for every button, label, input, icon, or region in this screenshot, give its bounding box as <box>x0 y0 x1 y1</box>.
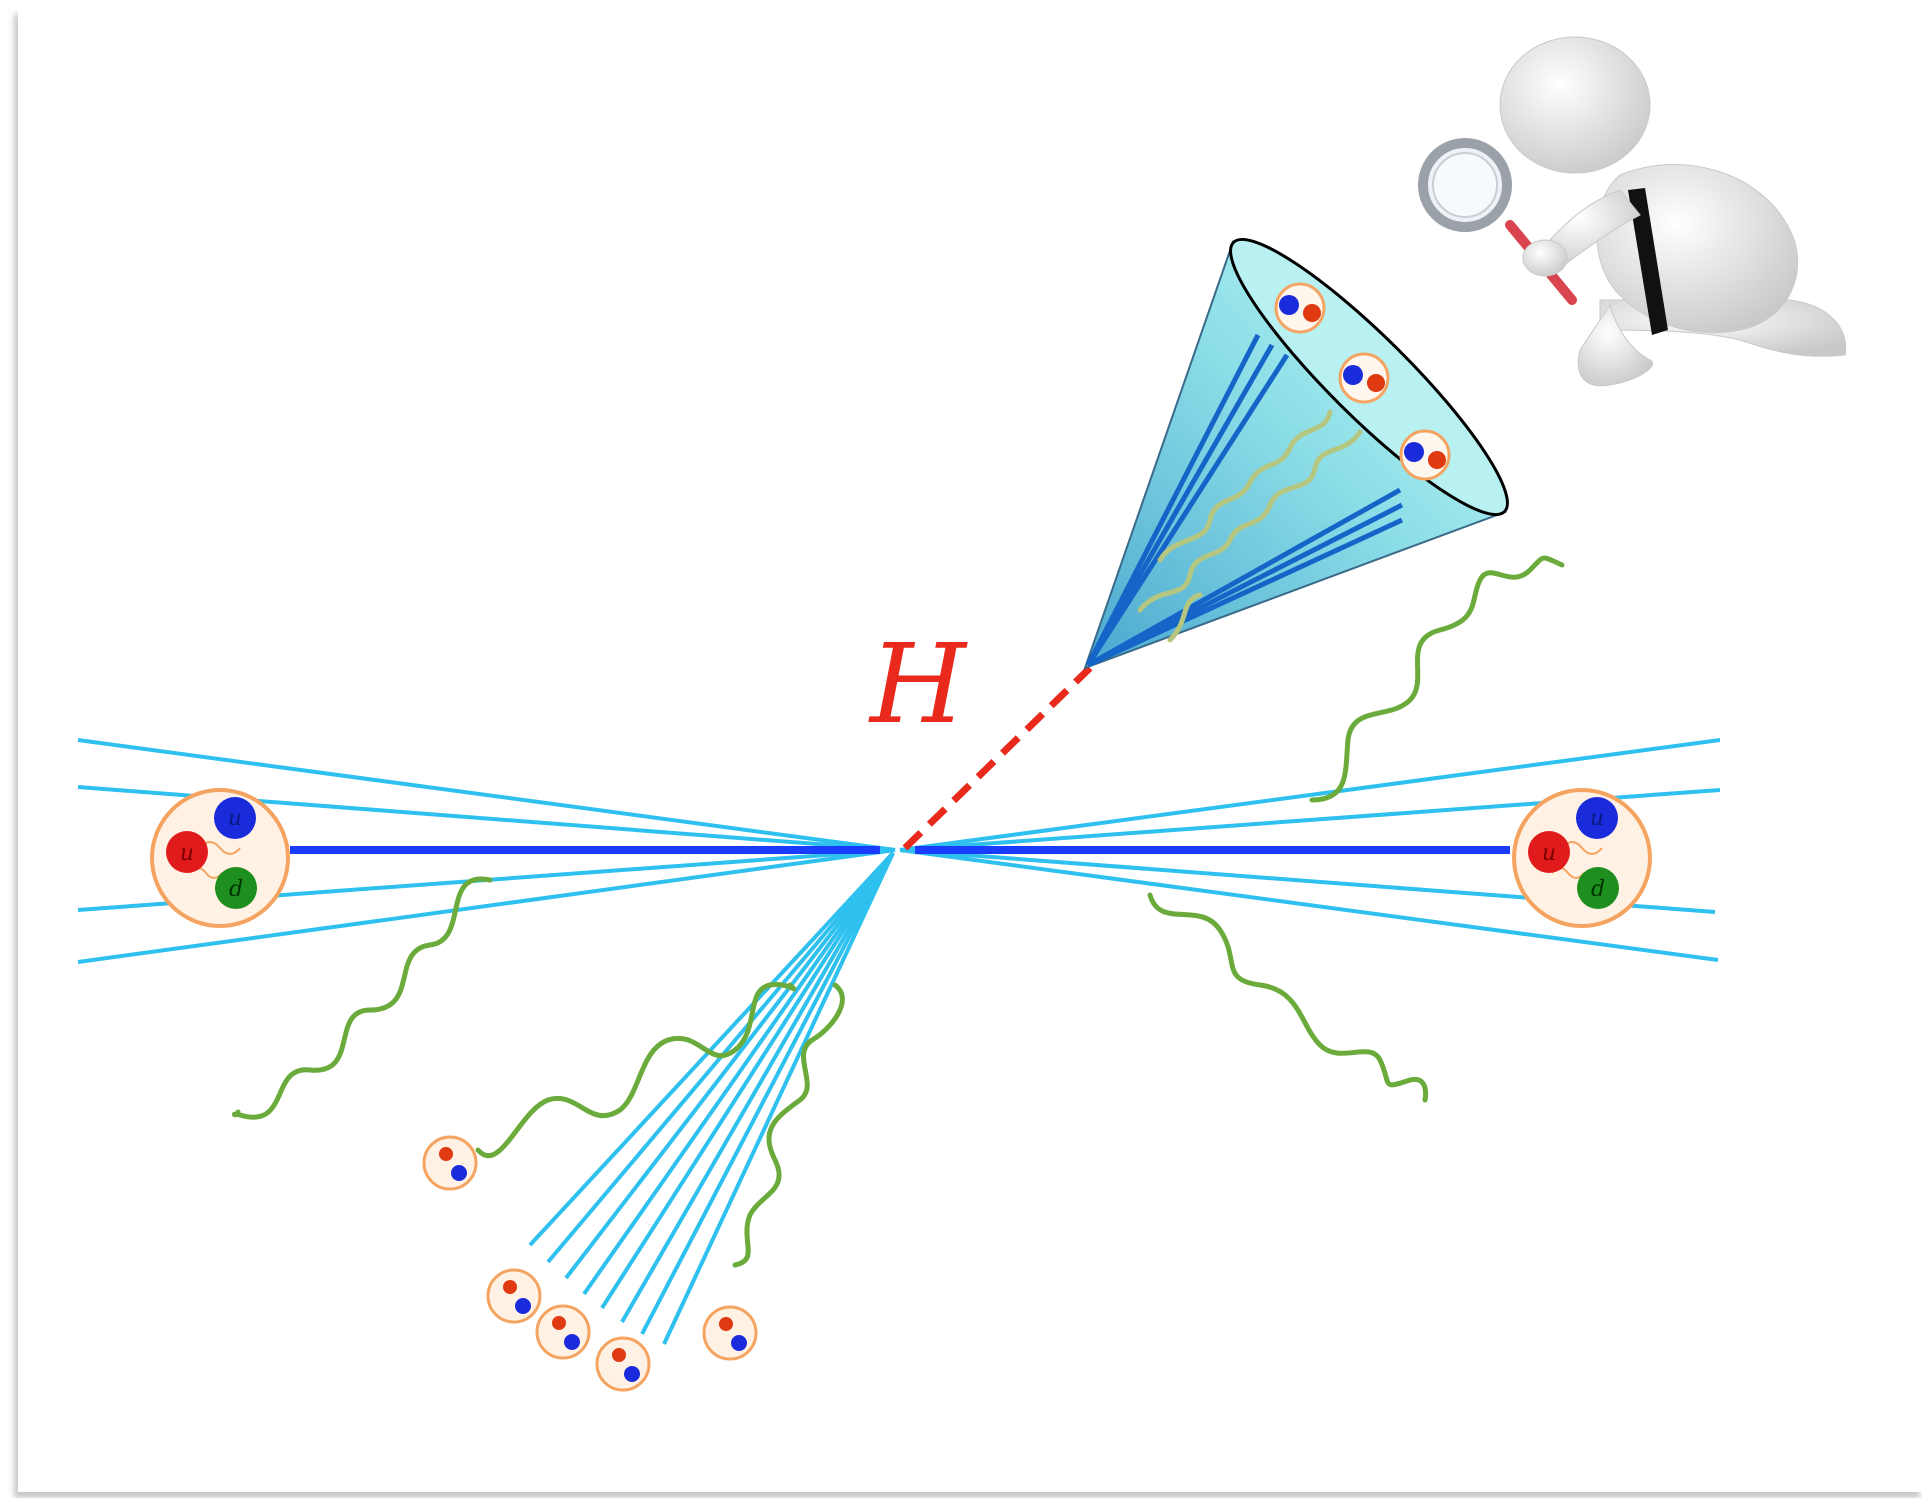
loose-hadrons <box>422 1135 758 1392</box>
hadron-icon <box>1274 282 1326 334</box>
gluon-lines <box>231 555 1565 1268</box>
gluon-lower-left <box>475 982 797 1159</box>
hadron-icon <box>422 1135 478 1191</box>
quark-label-u-left: u <box>180 841 194 866</box>
hadron-icon <box>535 1304 591 1360</box>
quark-label-u-top: u <box>1590 806 1604 831</box>
higgs-label: H <box>868 620 968 748</box>
jet-cone <box>1083 237 1509 670</box>
hadron-icon <box>595 1336 651 1392</box>
hadron-icon <box>1399 429 1451 481</box>
gluon-lower-center <box>732 982 845 1268</box>
quark-label-u-left: u <box>1542 841 1556 866</box>
gluon-left <box>231 876 493 1120</box>
magnifying-glass-figure-icon <box>1418 36 1847 387</box>
right-proton: u u d <box>1512 788 1652 928</box>
quark-label-d: d <box>229 877 243 902</box>
cone-inner-tracks <box>1085 333 1404 668</box>
quark-label-u-top: u <box>228 806 242 831</box>
left-proton: u u d <box>150 788 290 928</box>
hadron-icon <box>486 1268 542 1324</box>
cone-gluons <box>1137 409 1363 643</box>
higgs-line <box>902 665 1093 851</box>
hadron-icon <box>1338 352 1390 404</box>
gluon-right-low <box>1147 892 1429 1103</box>
gluon-right-high <box>1309 555 1565 803</box>
hadron-icon <box>702 1305 758 1361</box>
quark-label-d: d <box>1591 877 1605 902</box>
